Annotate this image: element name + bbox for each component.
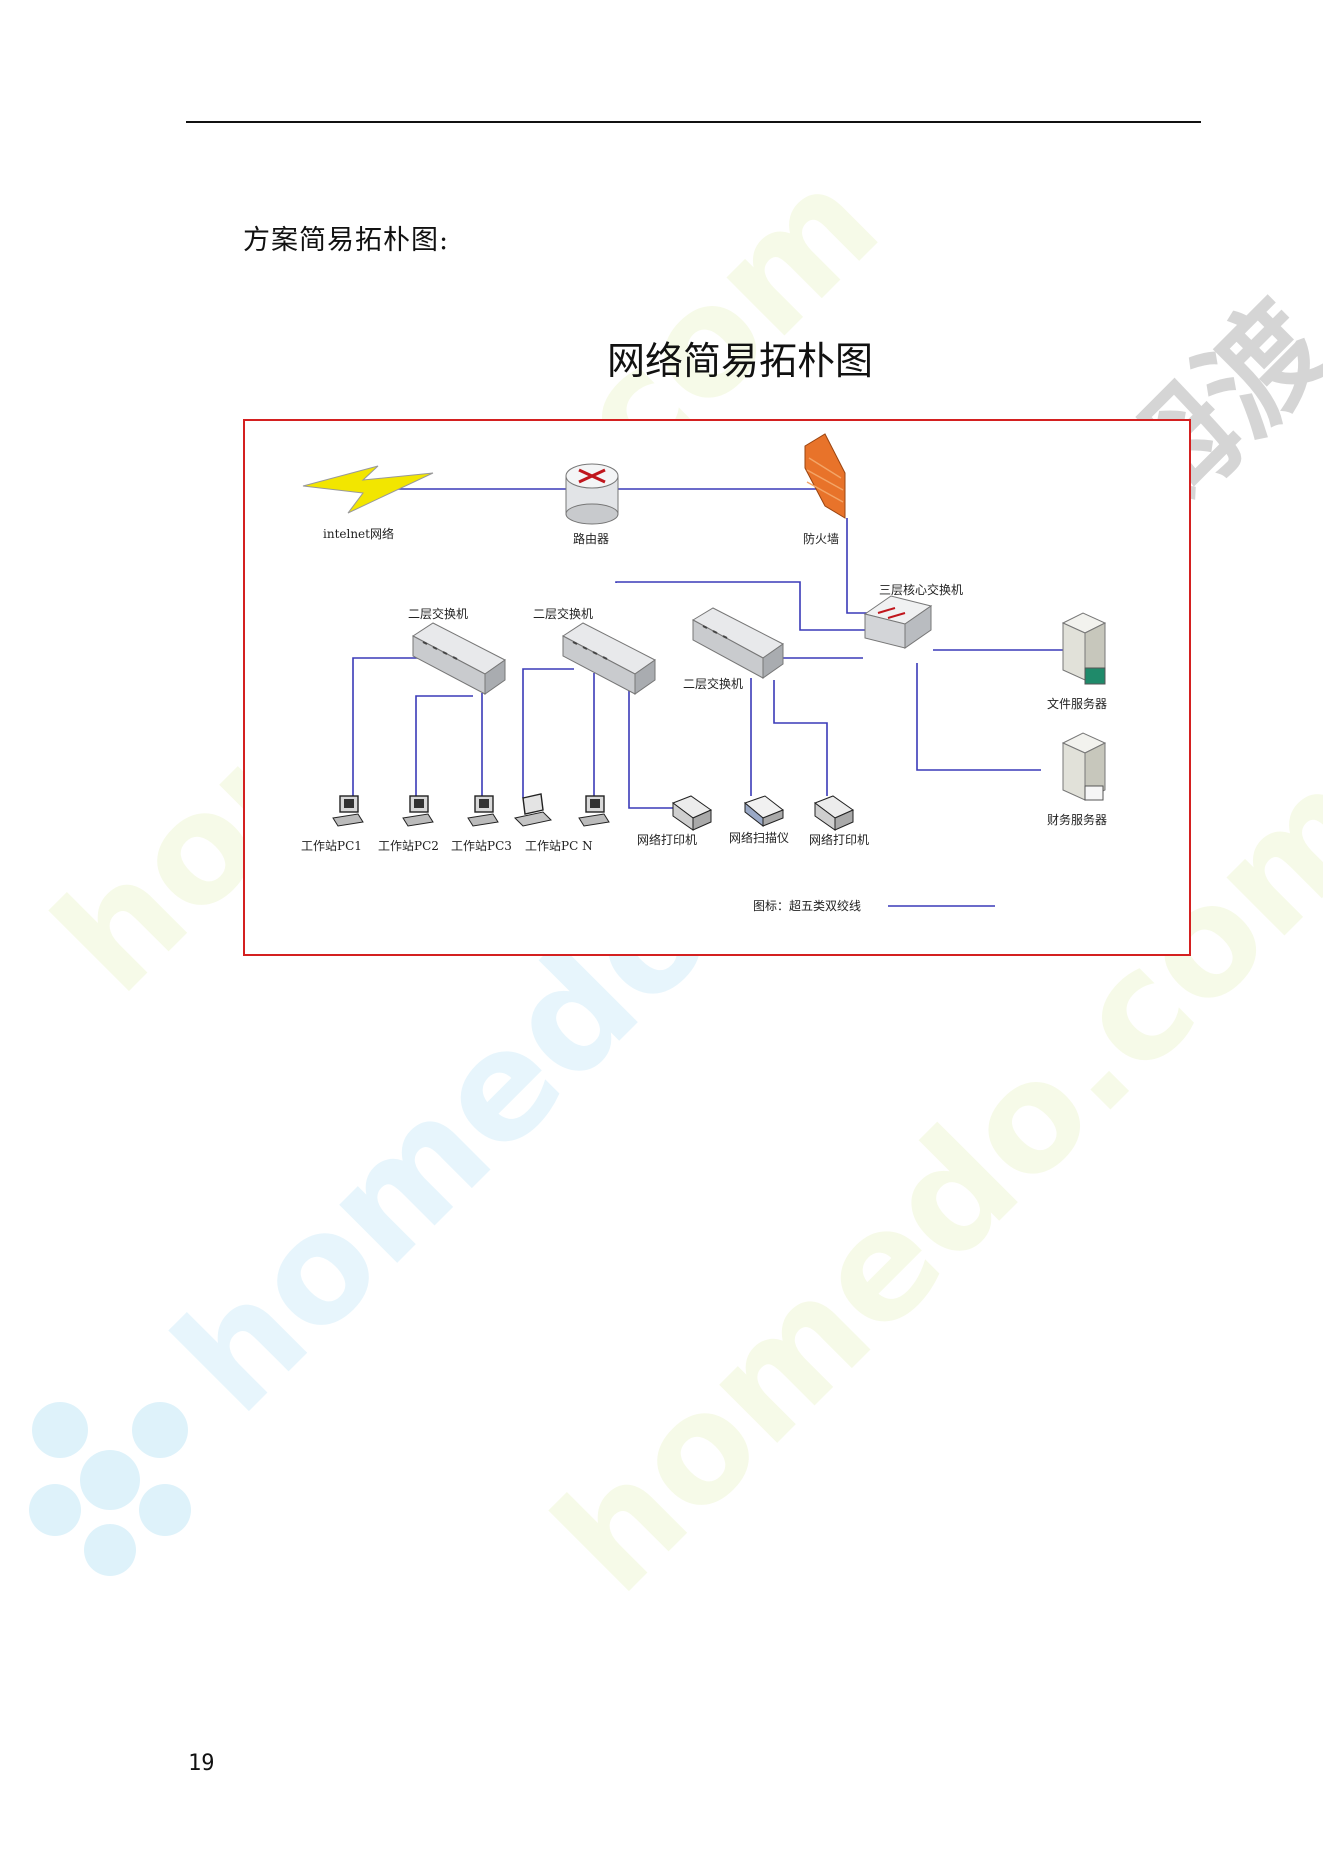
label-core-switch: 三层核心交换机 (879, 582, 963, 597)
core-switch-icon (863, 595, 933, 649)
label-scanner: 网络扫描仪 (729, 830, 789, 845)
laptop-icon (513, 793, 553, 827)
switch-a-icon (412, 622, 506, 695)
network-printer-1-icon (671, 795, 713, 831)
label-finance-server: 财务服务器 (1047, 812, 1107, 827)
section-heading: 方案简易拓朴图: (243, 225, 450, 256)
router-icon (565, 463, 619, 525)
label-printer-1: 网络打印机 (637, 832, 697, 847)
label-internet: intelnet网络 (323, 526, 394, 541)
workstation-pc1-icon (332, 795, 364, 827)
network-printer-2-icon (813, 795, 855, 831)
figure-title: 网络简易拓朴图 (606, 339, 873, 383)
workstation-pcn-icon (578, 795, 610, 827)
switch-c-icon (691, 607, 784, 679)
label-switch-c: 二层交换机 (683, 676, 743, 691)
network-scanner-icon (744, 795, 784, 828)
label-pc3: 工作站PC3 (451, 839, 512, 853)
label-pc1: 工作站PC1 (301, 839, 362, 853)
switch-b-icon (562, 622, 656, 695)
workstation-pc2-icon (402, 795, 434, 827)
label-printer-2: 网络打印机 (809, 832, 869, 847)
diagram-frame (243, 419, 1191, 956)
legend-label: 图标：超五类双绞线 (753, 898, 861, 913)
lightning-icon (302, 465, 434, 514)
workstation-pc3-icon (467, 795, 499, 827)
label-firewall: 防火墙 (803, 531, 839, 546)
label-switch-b: 二层交换机 (533, 606, 593, 621)
label-router: 路由器 (573, 531, 609, 546)
network-topology-diagram: intelnet网络 路由器 防火墙 三层核心交换机 二层交换机 二层交换机 (243, 419, 1191, 956)
firewall-icon (804, 433, 846, 519)
label-pc2: 工作站PC2 (378, 839, 439, 853)
label-switch-a: 二层交换机 (408, 606, 468, 621)
page-number: 19 (188, 1751, 215, 1776)
header-rule (186, 121, 1201, 123)
finance-server-icon (1061, 732, 1107, 801)
watermark-flower-logo (29, 1402, 191, 1576)
label-file-server: 文件服务器 (1047, 696, 1107, 711)
label-pcn: 工作站PC N (525, 839, 593, 853)
cable-links (352, 488, 1063, 809)
file-server-icon (1061, 612, 1107, 685)
